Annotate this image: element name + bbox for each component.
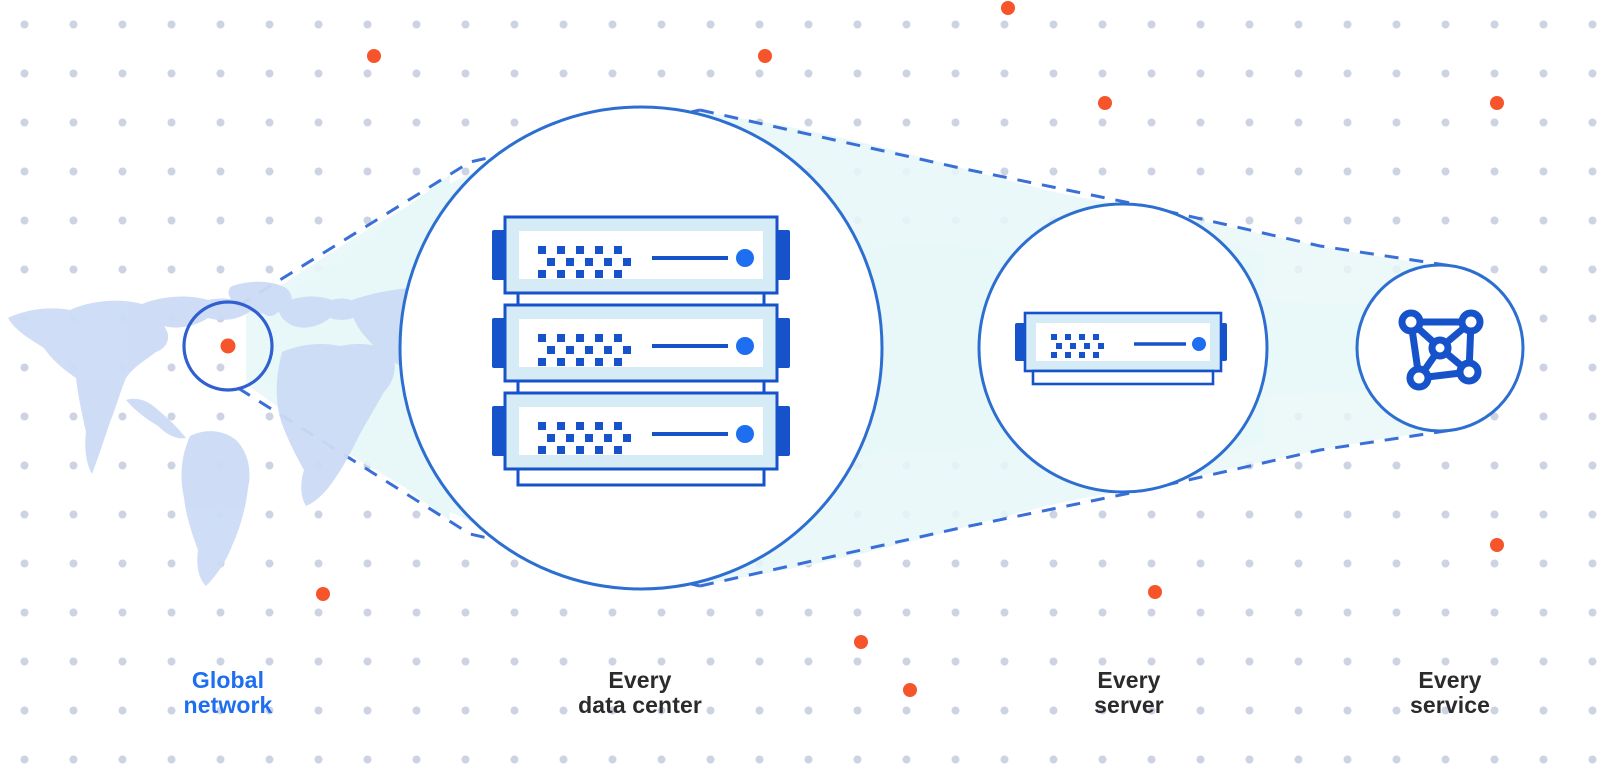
vent-dots-1 [538, 246, 631, 278]
status-dot-3 [736, 425, 754, 443]
server-status-dot [1192, 337, 1206, 351]
rack-unit-2 [492, 303, 790, 383]
rack-unit-1 [492, 215, 790, 295]
map-location-marker [220, 338, 236, 354]
data-center-stage [398, 105, 884, 591]
stage-label-every-server: Every server [1094, 667, 1164, 718]
stage-label-every-service: Every service [1410, 667, 1490, 718]
rack-unit-3 [492, 391, 790, 471]
stage-label-global-network: Global network [183, 667, 273, 718]
vent-dots-2 [538, 334, 631, 366]
service-stage [1355, 263, 1525, 433]
map-highlight-circle [182, 300, 274, 392]
server-base [1031, 369, 1215, 386]
stage-label-every-data-center: Every data center [578, 667, 702, 718]
status-dot-2 [736, 337, 754, 355]
accent-dots [316, 1, 1504, 697]
mesh-network-nodes [1398, 309, 1484, 391]
single-server-unit [1015, 311, 1227, 386]
vent-dots-3 [538, 422, 631, 454]
status-dot-1 [736, 249, 754, 267]
server-vent-dots [1051, 334, 1104, 358]
rack-base [516, 467, 766, 487]
server-stage [977, 202, 1269, 494]
